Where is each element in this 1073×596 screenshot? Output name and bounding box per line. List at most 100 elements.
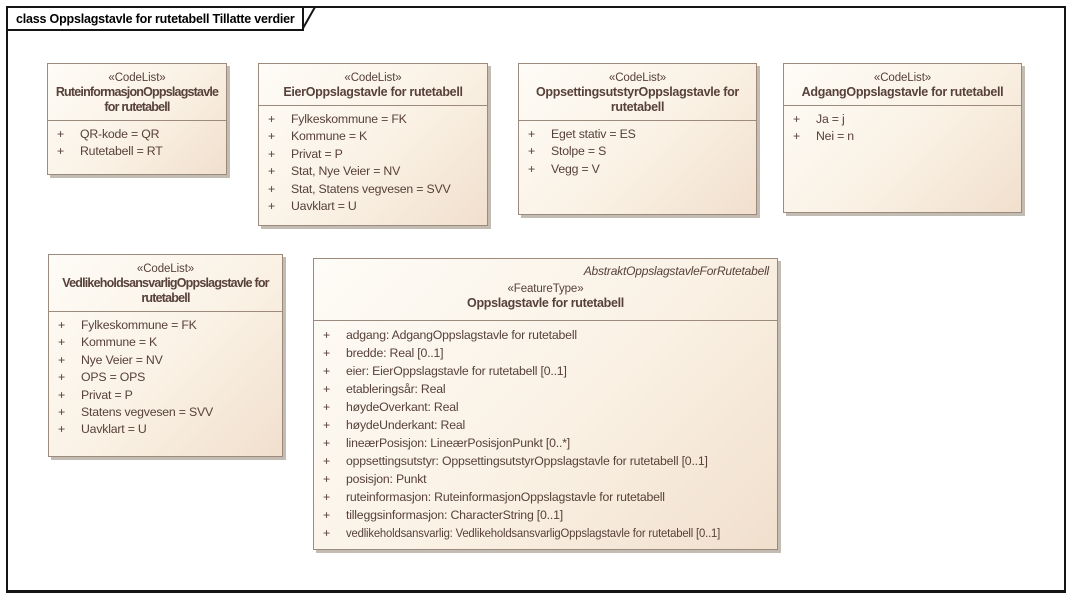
attribute-text: Kommune = K <box>81 335 158 350</box>
stereotype-label: «CodeList» <box>108 72 166 84</box>
attribute-row: + Ja = j <box>793 111 1019 128</box>
attribute-row: + Uavklart = U <box>268 198 485 215</box>
diagram-title: class Oppslagstavle for rutetabell Tilla… <box>16 11 295 26</box>
attribute-row: + Uavklart = U <box>58 421 280 438</box>
attribute-text: eier: EierOppslagstavle for rutetabell [… <box>346 364 567 378</box>
attribute-text: Nei = n <box>816 129 854 144</box>
stereotype-label: «CodeList» <box>344 72 402 84</box>
visibility-marker: + <box>323 454 330 468</box>
attribute-compartment: + adgang: AdgangOppslagstavle for rutetab… <box>314 320 777 549</box>
visibility-marker: + <box>528 144 535 159</box>
attribute-text: Privat = P <box>291 146 343 161</box>
visibility-marker: + <box>268 146 275 161</box>
class-header: «CodeList» RuteinformasjonOppslagstavle … <box>48 64 226 120</box>
attribute-text: oppsettingsutstyr: OppsettingsutstyrOpps… <box>346 454 708 468</box>
attribute-text: Stolpe = S <box>551 144 607 159</box>
visibility-marker: + <box>793 112 800 126</box>
attribute-row: +eier: EierOppslagstavle for rutetabell … <box>323 362 775 380</box>
attribute-row: + Kommune = K <box>58 334 280 351</box>
visibility-marker: + <box>323 490 330 504</box>
attribute-text: Privat = P <box>81 387 133 402</box>
attribute-row: +posisjon: Punkt <box>323 470 775 488</box>
attribute-row: + høydeOverkant: Real <box>323 398 775 416</box>
attribute-row: +Rutetabell = RT <box>57 143 224 160</box>
attribute-text: Kommune = K <box>291 129 368 144</box>
visibility-marker: + <box>793 129 800 144</box>
class-box-adgang-oppslagstavle: «CodeList» AdgangOppslagstavle for rutet… <box>783 63 1022 213</box>
attribute-text: Ja = j <box>816 112 845 126</box>
attribute-text: bredde: Real [0..1] <box>346 346 444 360</box>
visibility-marker: + <box>323 328 330 342</box>
attribute-compartment: + QR-kode = QR +Rutetabell = RT <box>48 120 226 174</box>
stereotype-label: «CodeList» <box>873 72 932 84</box>
visibility-marker: + <box>323 526 330 540</box>
attribute-row: + etableringsår: Real <box>323 380 775 398</box>
attribute-row: + Kommune = K <box>268 128 485 145</box>
attribute-text: Fylkeskommune = FK <box>81 318 197 332</box>
stereotype-label: «CodeList» <box>136 263 195 275</box>
attribute-text: høydeUnderkant: Real <box>346 418 466 432</box>
attribute-text: Uavklart = U <box>291 199 357 214</box>
attribute-compartment: + Fylkeskommune = FK + Kommune = K + Privat… <box>259 105 487 225</box>
attribute-compartment: +Eget stativ = ES +Stolpe = S +Vegg = V <box>519 120 756 214</box>
visibility-marker: + <box>268 181 275 196</box>
attribute-row: + Privat = P <box>268 146 485 163</box>
visibility-marker: + <box>268 164 275 179</box>
class-header: «FeatureType» Oppslagstavle for rutetabe… <box>314 280 777 320</box>
class-name: EierOppslagstavle for rutetabell <box>283 85 463 99</box>
visibility-marker: + <box>268 129 275 144</box>
visibility-marker: + <box>58 387 65 402</box>
attribute-text: Uavklart = U <box>81 422 147 437</box>
visibility-marker: + <box>323 508 330 522</box>
attribute-row: + lineærPosisjon: LineærPosisjonPunkt [0.… <box>323 434 775 452</box>
attribute-text: vedlikeholdsansvarlig: Vedlikeholdsansva… <box>346 526 721 540</box>
attribute-row: +Nye Veier = NV <box>58 352 280 369</box>
visibility-marker: + <box>323 472 330 486</box>
visibility-marker: + <box>58 335 65 350</box>
attribute-row: + Vegg = V <box>528 161 754 178</box>
visibility-marker: + <box>58 370 65 385</box>
visibility-marker: + <box>528 161 535 176</box>
class-name: VedlikeholdsansvarligOppslagstavle for r… <box>62 276 269 305</box>
attribute-row: +Statens vegvesen = SVV <box>58 404 280 421</box>
attribute-text: QR-kode = QR <box>80 127 160 141</box>
attribute-text: høydeOverkant: Real <box>346 400 459 414</box>
attribute-text: tilleggsinformasjon: CharacterString [0.… <box>346 508 563 522</box>
attribute-text: Stat, Nye Veier = NV <box>291 164 401 179</box>
attribute-text: etableringsår: Real <box>346 382 446 396</box>
visibility-marker: + <box>57 127 64 141</box>
attribute-row: + Nei = n <box>793 128 1019 145</box>
stereotype-label: «FeatureType» <box>507 283 584 295</box>
attribute-text: Nye Veier = NV <box>81 352 163 367</box>
visibility-marker: + <box>323 382 330 396</box>
diagram-title-tab: class Oppslagstavle for rutetabell Tilla… <box>6 6 304 31</box>
attribute-row: + Stat, Nye Veier = NV <box>268 163 485 180</box>
attribute-compartment: +Fylkeskommune = FK +Kommune = K +Nye Ve… <box>49 311 282 456</box>
class-header: «CodeList» EierOppslagstavle for rutetab… <box>259 64 487 105</box>
visibility-marker: + <box>323 436 330 450</box>
attribute-text: lineærPosisjon: LineærPosisjonPunkt [0..… <box>346 436 570 450</box>
featuretype-box-oppslagstavle-for-rutetabell: AbstraktOppslagstavleForRutetabell «Feat… <box>313 258 778 550</box>
attribute-text: Fylkeskommune = FK <box>291 112 407 126</box>
visibility-marker: + <box>268 199 275 214</box>
attribute-text: Vegg = V <box>551 161 600 176</box>
attribute-row: + Stat, Statens vegvesen = SVV <box>268 181 485 198</box>
attribute-row: +høydeUnderkant: Real <box>323 416 775 434</box>
attribute-row: + Stolpe = S <box>528 143 754 160</box>
attribute-text: Stat, Statens vegvesen = SVV <box>291 181 451 196</box>
visibility-marker: + <box>268 112 275 126</box>
attribute-row: + vedlikeholdsansvarlig: Vedlikeholdsansv… <box>323 524 775 542</box>
visibility-marker: + <box>323 400 330 414</box>
class-box-oppsettingsutstyr-oppslagstavle: «CodeList» OppsettingsutstyrOppslagstavl… <box>518 63 757 215</box>
attribute-row: +Fylkeskommune = FK <box>58 317 280 334</box>
visibility-marker: + <box>528 127 535 141</box>
visibility-marker: + <box>58 422 65 437</box>
class-box-ruteinformasjon-oppslagstavle: «CodeList» RuteinformasjonOppslagstavle … <box>47 63 227 175</box>
attribute-row: +ruteinformasjon: RuteinformasjonOppslag… <box>323 488 775 506</box>
class-box-vedlikeholdsansvarlig-oppslagstavle: «CodeList» VedlikeholdsansvarligOppslags… <box>48 254 283 457</box>
class-header: «CodeList» OppsettingsutstyrOppslagstavl… <box>519 64 756 120</box>
attribute-text: adgang: AdgangOppslagstavle for rutetabe… <box>346 328 577 342</box>
class-name: RuteinformasjonOppslagstavle for rutetab… <box>55 85 219 114</box>
attribute-text: OPS = OPS <box>81 370 146 385</box>
